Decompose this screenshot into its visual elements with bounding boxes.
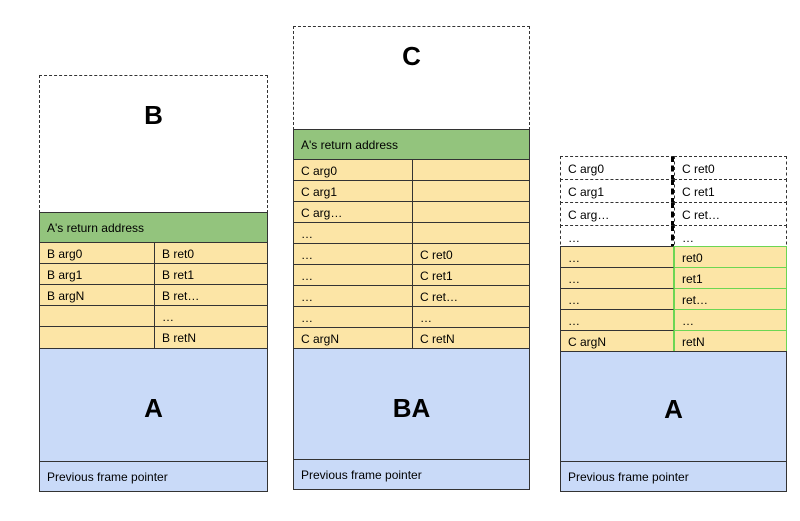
arg-cell: C argN — [293, 327, 412, 350]
frame-ba-label: BA — [392, 393, 431, 423]
table-row: C arg1 — [293, 180, 530, 203]
arg-cell: … — [293, 285, 412, 308]
frame-ba-block: BA Previous frame pointer — [293, 348, 530, 490]
arg-cell: B arg0 — [39, 242, 154, 265]
ret-cell — [412, 159, 530, 182]
frame-c-label: C — [402, 41, 421, 71]
ret-cell: ret1 — [674, 267, 787, 290]
table-row: …… — [560, 225, 787, 250]
ret-cell: retN — [674, 330, 787, 353]
ret-cell: … — [674, 309, 787, 332]
ret-cell: ret0 — [674, 246, 787, 269]
table-row: …… — [560, 309, 787, 332]
ret-cell — [412, 180, 530, 203]
return-address-c: A's return address — [293, 129, 530, 160]
ret-cell: … — [412, 306, 530, 329]
table-row: …ret0 — [560, 246, 787, 269]
arg-cell: … — [560, 288, 674, 311]
arg-cell: B argN — [39, 284, 154, 307]
table-row: C arg…C ret… — [560, 202, 787, 227]
table-row: …C ret… — [293, 285, 530, 308]
arg-cell: … — [560, 267, 674, 290]
arg-cell: … — [560, 309, 674, 332]
arg-cell: C arg0 — [293, 159, 412, 182]
ret-cell: C ret1 — [674, 179, 787, 204]
ret-cell: C ret0 — [412, 243, 530, 266]
arg-cell: C arg0 — [560, 156, 674, 181]
arg-cell: C argN — [560, 330, 674, 353]
frame-a-label: A — [664, 394, 683, 424]
arg-cell: … — [560, 246, 674, 269]
ret-cell — [412, 222, 530, 245]
return-address-b: A's return address — [39, 212, 268, 243]
table-row: …ret… — [560, 288, 787, 311]
arg-cell: … — [293, 306, 412, 329]
table-row: C arg… — [293, 201, 530, 224]
table-row: B retN — [39, 326, 268, 349]
frame-b-box: B — [39, 75, 268, 213]
arg-cell: … — [293, 264, 412, 287]
arg-cell: C arg1 — [293, 180, 412, 203]
arg-cell: … — [293, 222, 412, 245]
frame-a-block: A Previous frame pointer — [560, 351, 787, 492]
ret-cell: B ret1 — [154, 263, 268, 286]
table-row: C arg0 — [293, 159, 530, 182]
frame-a-block: A Previous frame pointer — [39, 348, 268, 492]
ret-cell: C ret0 — [674, 156, 787, 181]
ret-cell: C ret… — [412, 285, 530, 308]
ret-cell: C ret… — [674, 202, 787, 227]
ret-cell — [412, 201, 530, 224]
arg-cell — [39, 326, 154, 349]
table-row: …C ret1 — [293, 264, 530, 287]
previous-frame-pointer: Previous frame pointer — [561, 461, 786, 491]
ret-cell: … — [154, 305, 268, 328]
arg-cell: C arg1 — [560, 179, 674, 204]
previous-frame-pointer: Previous frame pointer — [40, 461, 267, 491]
ret-cell: B ret… — [154, 284, 268, 307]
arg-cell — [39, 305, 154, 328]
ret-cell: B ret0 — [154, 242, 268, 265]
ret-cell: B retN — [154, 326, 268, 349]
ret-cell: C retN — [412, 327, 530, 350]
arg-cell: C arg… — [293, 201, 412, 224]
arg-cell: C arg… — [560, 202, 674, 227]
frame-a-label: A — [144, 393, 163, 423]
ret-cell: C ret1 — [412, 264, 530, 287]
ret-cell: ret… — [674, 288, 787, 311]
table-row: …… — [293, 306, 530, 329]
frame-b-label: B — [144, 100, 163, 130]
arg-cell: B arg1 — [39, 263, 154, 286]
previous-frame-pointer: Previous frame pointer — [294, 459, 529, 489]
frame-c-box: C — [293, 26, 530, 130]
table-row: … — [39, 305, 268, 328]
table-row: … — [293, 222, 530, 245]
arg-cell: … — [293, 243, 412, 266]
table-row: …C ret0 — [293, 243, 530, 266]
ret-cell: … — [674, 225, 787, 250]
table-row: …ret1 — [560, 267, 787, 290]
